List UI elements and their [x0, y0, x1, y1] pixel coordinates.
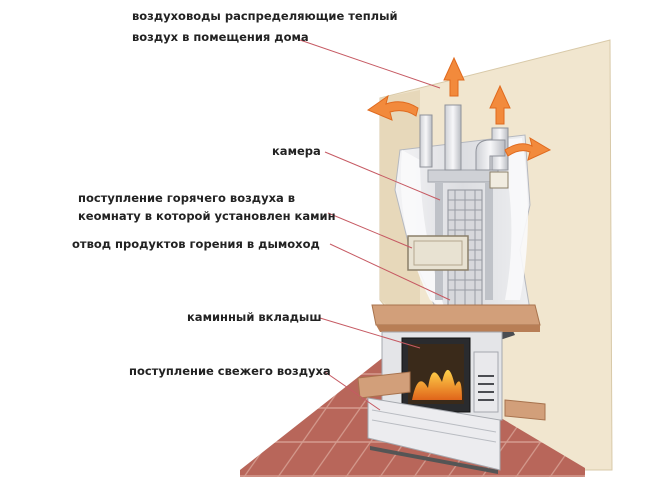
- warm-air-arrows: [366, 56, 552, 161]
- label-ducts-line1: воздуховоды распределяющие теплый: [132, 9, 398, 23]
- label-ducts-line2: воздух в помещения дома: [132, 30, 309, 44]
- leader-insert: [319, 317, 421, 349]
- arrow-up-1: [443, 56, 465, 97]
- label-hot-air-line2: кеомнату в которой установлен камин: [78, 209, 336, 223]
- leader-flue: [329, 243, 451, 301]
- label-flue: отвод продуктов горения в дымоход: [72, 237, 320, 251]
- label-fresh-air: поступление свежего воздуха: [129, 364, 331, 378]
- arrow-right: [504, 136, 552, 161]
- arrow-up-2: [489, 84, 511, 125]
- air-ducts: [419, 104, 509, 189]
- leader-lines: [299, 39, 451, 411]
- arrow-left: [366, 94, 419, 121]
- fire: [412, 369, 462, 400]
- leader-ducts: [299, 39, 441, 89]
- leader-hot-air: [327, 212, 413, 249]
- label-chamber: камера: [272, 144, 321, 158]
- hearth: [357, 371, 411, 399]
- leader-fresh-air: [324, 371, 381, 411]
- label-insert: каминный вкладыш: [187, 310, 322, 324]
- label-hot-air-line1: поступление горячего воздуха в: [78, 191, 296, 205]
- leader-chamber: [324, 151, 441, 201]
- hot-air-grille: [407, 235, 469, 271]
- mantel-shelf: [371, 304, 541, 326]
